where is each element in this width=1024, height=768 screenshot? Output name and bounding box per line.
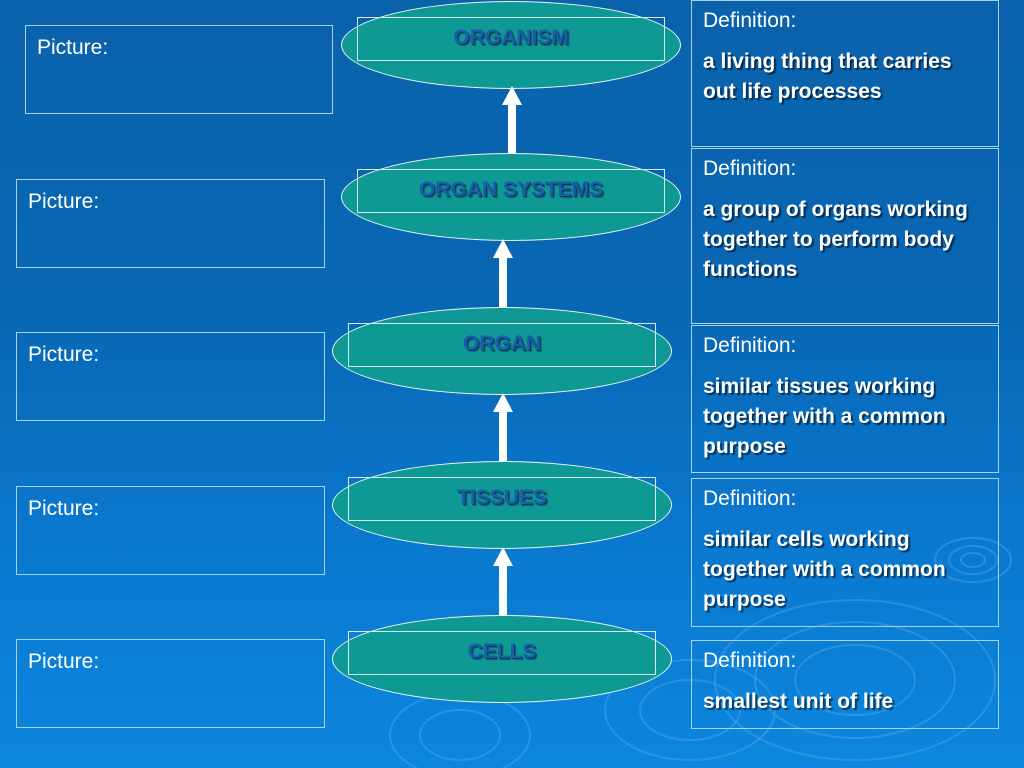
arrow-up-icon — [493, 239, 513, 308]
definition-text: a group of organs working together to pe… — [703, 198, 968, 281]
node-cells: CELLS — [332, 615, 672, 703]
definition-label: Definition: — [703, 157, 797, 180]
definition-text: smallest unit of life — [703, 690, 894, 713]
node-organ-systems: ORGAN SYSTEMS — [341, 153, 681, 241]
node-label: ORGAN SYSTEMS — [418, 178, 604, 201]
node-label: CELLS — [467, 640, 537, 663]
definition-label: Definition: — [703, 9, 797, 32]
arrow-shaft — [499, 565, 507, 616]
node-frame — [348, 477, 656, 521]
node-ellipse — [332, 307, 672, 395]
picture-box-organ: Picture: — [16, 332, 325, 421]
arrow-up-icon — [493, 393, 513, 462]
picture-label: Picture: — [28, 343, 100, 366]
picture-label: Picture: — [28, 650, 100, 673]
node-frame — [357, 169, 665, 213]
picture-box-tissues: Picture: — [16, 486, 325, 575]
node-ellipse — [332, 461, 672, 549]
picture-label: Picture: — [28, 190, 100, 213]
arrow-head — [493, 393, 513, 412]
arrow-head — [493, 239, 513, 258]
node-organ: ORGAN — [332, 307, 672, 395]
picture-label: Picture: — [37, 36, 109, 59]
arrow-shaft — [499, 257, 507, 308]
node-ellipse — [341, 1, 681, 89]
node-tissues: TISSUES — [332, 461, 672, 549]
definition-box-tissues: Definition: similar cells working togeth… — [691, 478, 999, 627]
arrow-head — [493, 547, 513, 566]
definition-text: similar tissues working together with a … — [703, 375, 946, 458]
definition-label: Definition: — [703, 649, 797, 672]
definition-box-organ: Definition: similar tissues working toge… — [691, 325, 999, 473]
definition-box-organism: Definition: a living thing that carries … — [691, 0, 999, 147]
definition-box-cells: Definition: smallest unit of life — [691, 640, 999, 729]
node-organism: ORGANISM — [341, 1, 681, 89]
node-frame — [348, 631, 656, 675]
arrow-up-icon — [493, 547, 513, 616]
arrow-up-icon — [502, 86, 522, 154]
picture-label: Picture: — [28, 497, 100, 520]
arrow-shaft — [508, 104, 516, 154]
arrow-shaft — [499, 411, 507, 462]
definition-label: Definition: — [703, 334, 797, 357]
definition-text: a living thing that carries out life pro… — [703, 50, 952, 103]
definition-box-organ-systems: Definition: a group of organs working to… — [691, 148, 999, 324]
definition-text: similar cells working together with a co… — [703, 528, 946, 611]
arrow-head — [502, 86, 522, 105]
picture-box-organ-systems: Picture: — [16, 179, 325, 268]
node-frame — [348, 323, 656, 367]
node-label: ORGAN — [462, 332, 542, 355]
definition-label: Definition: — [703, 487, 797, 510]
node-frame — [357, 17, 665, 61]
node-label: ORGANISM — [453, 26, 569, 49]
picture-box-cells: Picture: — [16, 639, 325, 728]
node-label: TISSUES — [457, 486, 547, 509]
picture-box-organism: Picture: — [25, 25, 333, 114]
